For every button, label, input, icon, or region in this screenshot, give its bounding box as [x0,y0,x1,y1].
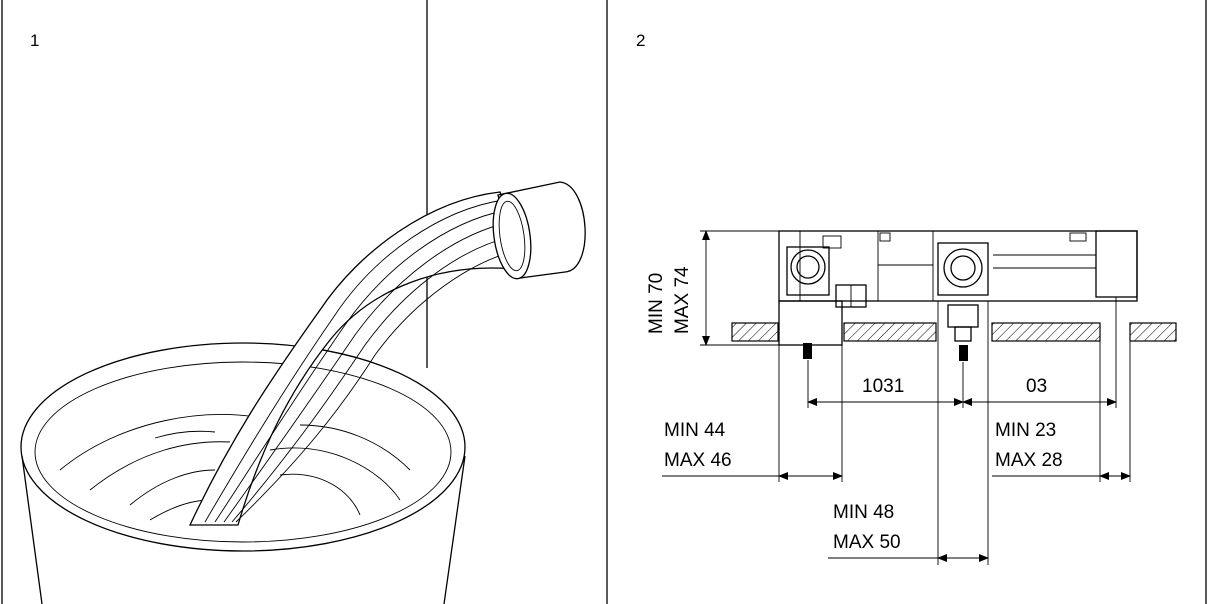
left-offset-max-label: MAX 46 [664,450,732,471]
bucket-rim-inner [34,361,452,543]
dimension-labels: MIN 70 MAX 74 1031 03 MIN 44 MAX 46 MIN … [646,266,1063,553]
bucket-wall-left [21,455,43,604]
left-offset-min-label: MIN 44 [664,420,726,441]
right-offset-max-label: MAX 28 [995,450,1063,471]
screw-center [959,345,968,361]
extension-lines [700,230,1131,565]
water-stream [188,191,525,526]
center-distance-label: 1031 [862,376,904,397]
right-distance-label: 03 [1026,376,1047,397]
center-offset-min-label: MIN 48 [833,502,894,523]
panel-1: 1 [20,0,586,604]
panel-2: 2 [636,31,1177,565]
mixer-body [778,230,1138,361]
screw-left [803,343,812,359]
depth-min-label: MIN 70 [646,273,667,334]
depth-max-label: MAX 74 [672,266,693,334]
panel-1-number: 1 [30,31,39,50]
panel-2-number: 2 [636,31,645,50]
bucket-wall-right [443,455,466,604]
center-offset-max-label: MAX 50 [833,532,901,553]
right-offset-min-label: MIN 23 [995,420,1056,441]
spout-nozzle [492,181,586,280]
wall-section [731,322,1177,342]
dimension-lines [662,230,1131,562]
